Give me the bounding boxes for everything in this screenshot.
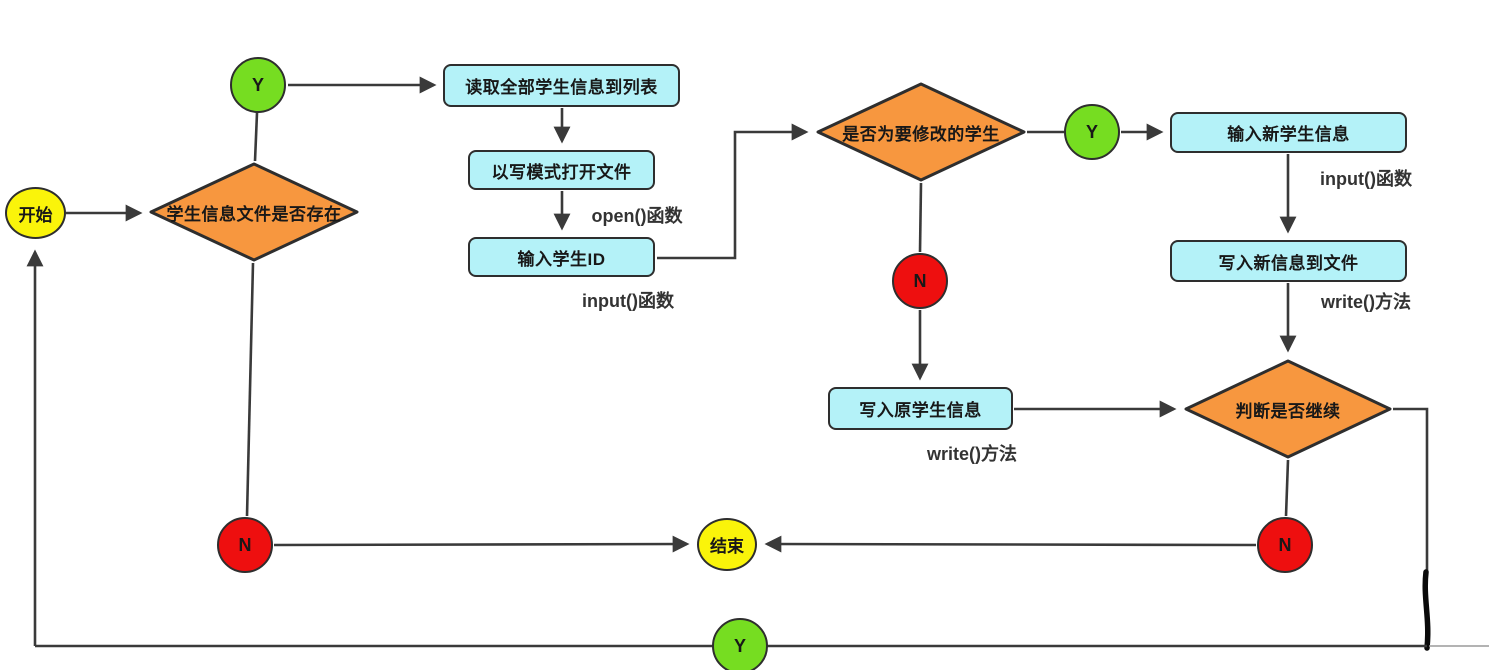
branch-yes-right-label: Y: [1085, 121, 1098, 142]
decision-file-exists: 学生信息文件是否存在: [148, 162, 360, 262]
process-write-new-info-to-file-label: 写入新信息到文件: [1218, 253, 1359, 273]
diamond-shape: [816, 82, 1026, 182]
start-label: 开始: [18, 205, 53, 225]
edge-continue-to-no-right: [1284, 459, 1290, 517]
annotation-open-function: open()函数: [591, 206, 683, 226]
start-terminal: 开始: [5, 187, 66, 239]
annotation-input-function-new: input()函数: [1320, 169, 1412, 189]
branch-yes-top: Y: [230, 57, 286, 113]
branch-yes-top-label: Y: [251, 74, 264, 95]
diamond-shape: [149, 162, 359, 262]
process-open-file-write-mode: 以写模式打开文件: [468, 150, 655, 190]
branch-no-right: N: [1257, 517, 1313, 573]
branch-no-left: N: [217, 517, 273, 573]
decision-file-exists-label: 学生信息文件是否存在: [166, 204, 342, 224]
branch-yes-bottom-loop: Y: [712, 618, 768, 670]
end-terminal: 结束: [697, 518, 757, 571]
edge-no-left-to-end: [273, 535, 690, 553]
edge-is-target-to-no-middle: [918, 182, 923, 253]
branch-no-middle-label: N: [913, 270, 927, 291]
process-input-student-id: 输入学生ID: [468, 237, 655, 277]
branch-yes-right: Y: [1064, 104, 1120, 160]
edge-no-right-to-end: [764, 535, 1257, 553]
decision-continue: 判断是否继续: [1183, 359, 1393, 459]
process-write-original-student-info-label: 写入原学生信息: [859, 401, 982, 420]
annotation-write-method-new: write()方法: [1321, 292, 1411, 312]
edge-file-exists-to-yes-top: [253, 112, 259, 162]
decision-is-target-student-label: 是否为要修改的学生: [842, 124, 1000, 144]
end-label: 结束: [710, 537, 744, 556]
edge-file-exists-to-no-left: [245, 262, 255, 517]
process-read-all-students-label: 读取全部学生信息到列表: [465, 78, 658, 97]
process-read-all-students: 读取全部学生信息到列表: [443, 64, 680, 107]
annotation-write-method-original: write()方法: [927, 444, 1017, 464]
process-input-student-id-label: 输入学生ID: [517, 249, 606, 269]
edge-input-id-to-is-target: [657, 123, 809, 260]
branch-yes-bottom-loop-label: Y: [733, 635, 746, 656]
edge-loop-right-down: [1393, 407, 1429, 575]
process-write-original-student-info: 写入原学生信息: [828, 387, 1013, 430]
process-input-new-student-info: 输入新学生信息: [1170, 112, 1407, 153]
branch-no-right-label: N: [1278, 534, 1292, 555]
decision-is-target-student: 是否为要修改的学生: [815, 82, 1027, 182]
process-input-new-student-info-label: 输入新学生信息: [1227, 125, 1350, 144]
edge-loop-right-marker-segment: [1422, 569, 1431, 651]
process-open-file-write-mode-label: 以写模式打开文件: [491, 162, 632, 182]
annotation-input-function-id: input()函数: [582, 291, 674, 311]
diamond-shape: [1184, 359, 1392, 459]
process-write-new-info-to-file: 写入新信息到文件: [1170, 240, 1407, 282]
branch-no-left-label: N: [238, 534, 252, 555]
decision-continue-label: 判断是否继续: [1235, 401, 1341, 421]
branch-no-middle: N: [892, 253, 948, 309]
